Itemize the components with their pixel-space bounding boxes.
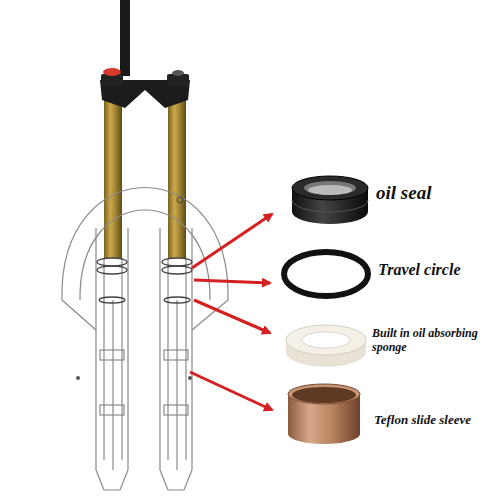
part-label: Travel circle [378, 260, 496, 279]
part-label: Teflon slide sleeve [374, 412, 496, 428]
part-label: Built in oil absorbing sponge [372, 326, 496, 355]
part-label: oil seal [376, 182, 494, 205]
